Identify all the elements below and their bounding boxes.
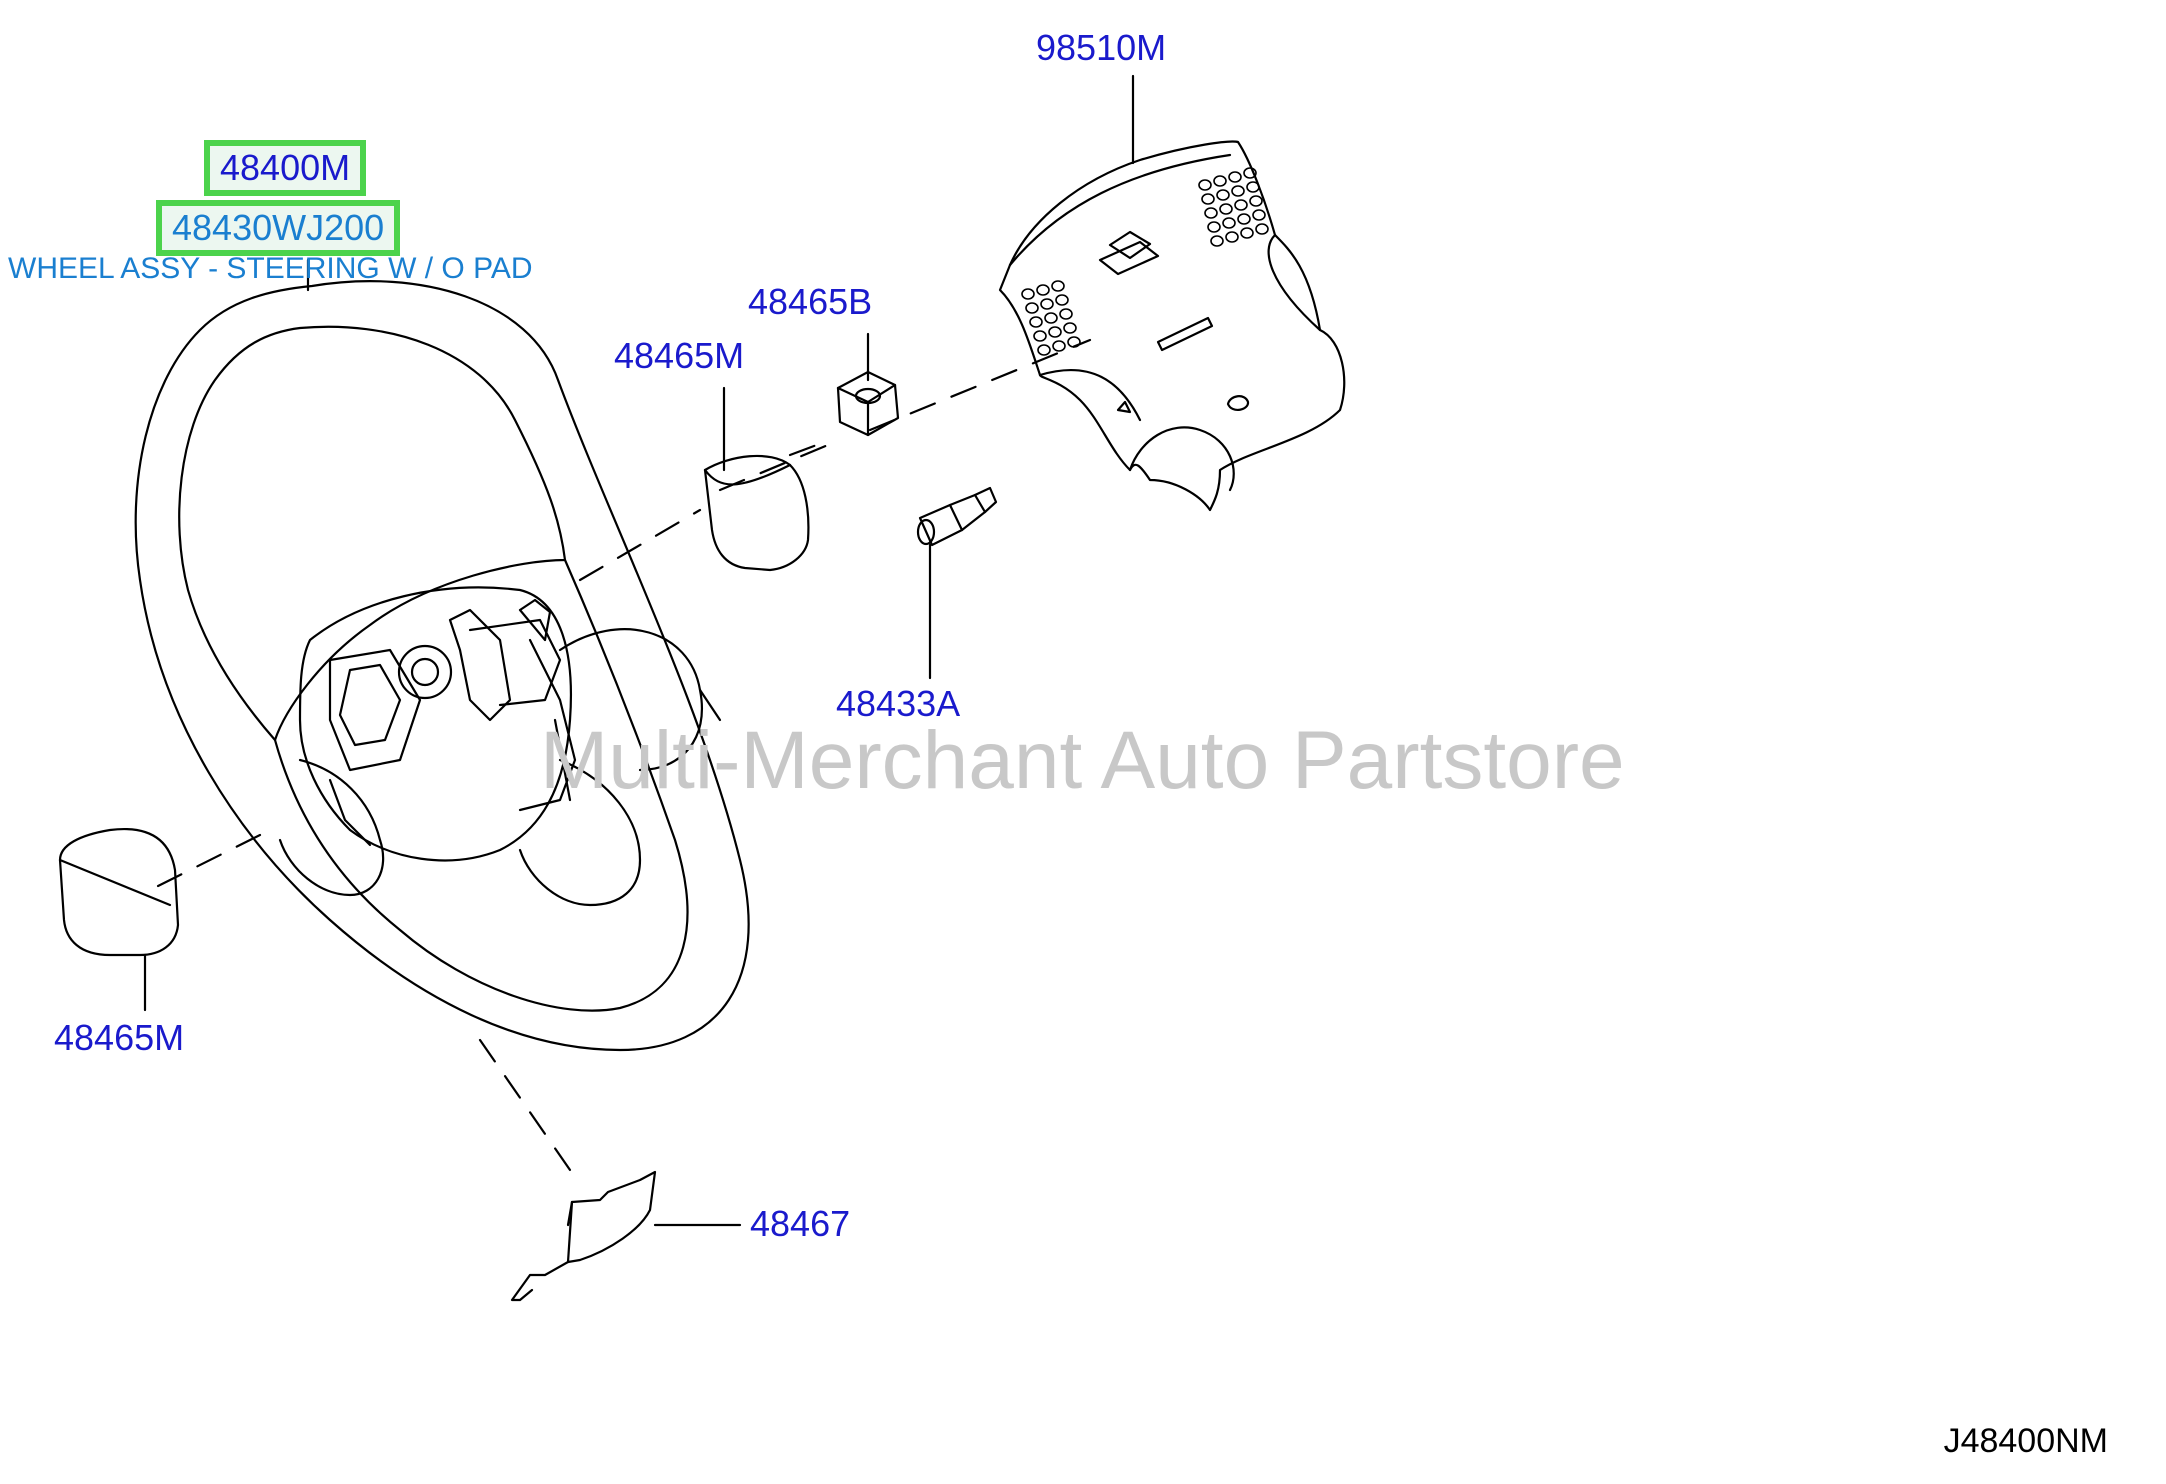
callout-spoke-cover-right[interactable]: 48465M [614,335,745,376]
callout-lower-finisher[interactable]: 48467 [750,1203,851,1244]
perforation-hole [1219,203,1233,215]
perforation-hole [1204,207,1218,219]
wheel-description: WHEEL ASSY - STEERING W / O PAD [8,252,533,285]
callout-wheel-part-number[interactable]: 48400M [204,140,367,196]
perforation-hole [1052,340,1066,352]
callout-bolt[interactable]: 48433A [836,683,961,724]
steering-wheel-hub [278,586,722,907]
perforation-hole [1231,185,1245,197]
perforation-hole [1037,344,1051,356]
perforation-hole [1063,322,1077,334]
horn-pad-perforations [1021,167,1269,356]
perforation-hole [1249,195,1263,207]
callout-wheel-oem-number[interactable]: 48430WJ200 [156,200,401,256]
perforation-hole [1222,217,1236,229]
nut [836,370,900,437]
perforation-hole [1051,280,1065,292]
perforation-hole [1198,179,1212,191]
perforation-hole [1213,175,1227,187]
perforation-hole [1201,193,1215,205]
perforation-hole [1234,199,1248,211]
perforation-hole [1240,227,1254,239]
perforation-hole [1055,294,1069,306]
perforation-hole [1225,231,1239,243]
perforation-hole [1210,235,1224,247]
bolt [916,486,998,547]
perforation-hole [1025,302,1039,314]
perforation-hole [1252,209,1266,221]
perforation-hole [1243,167,1257,179]
steering-wheel-rim [134,280,750,1052]
perforation-hole [1207,221,1221,233]
perforation-hole [1237,213,1251,225]
perforation-hole [1255,223,1269,235]
perforation-hole [1216,189,1230,201]
horn-pad [998,140,1346,512]
spoke-cover-right [703,454,810,572]
callout-horn-pad[interactable]: 98510M [1036,27,1167,68]
center-axis-line [148,338,1092,1172]
perforation-hole [1040,298,1054,310]
perforation-hole [1033,330,1047,342]
perforation-hole [1029,316,1043,328]
callout-nut[interactable]: 48465B [748,281,873,322]
perforation-hole [1246,181,1260,193]
perforation-hole [1044,312,1058,324]
perforation-hole [1036,284,1050,296]
lower-finisher [510,1170,657,1302]
perforation-hole [1228,171,1242,183]
perforation-hole [1021,288,1035,300]
spoke-cover-left [58,827,180,957]
perforation-hole [1067,336,1081,348]
leader-lines [143,74,1135,1227]
diagram-id: J48400NM [1943,1422,2108,1460]
perforation-hole [1048,326,1062,338]
callout-spoke-cover-left[interactable]: 48465M [54,1017,185,1058]
perforation-hole [1059,308,1073,320]
